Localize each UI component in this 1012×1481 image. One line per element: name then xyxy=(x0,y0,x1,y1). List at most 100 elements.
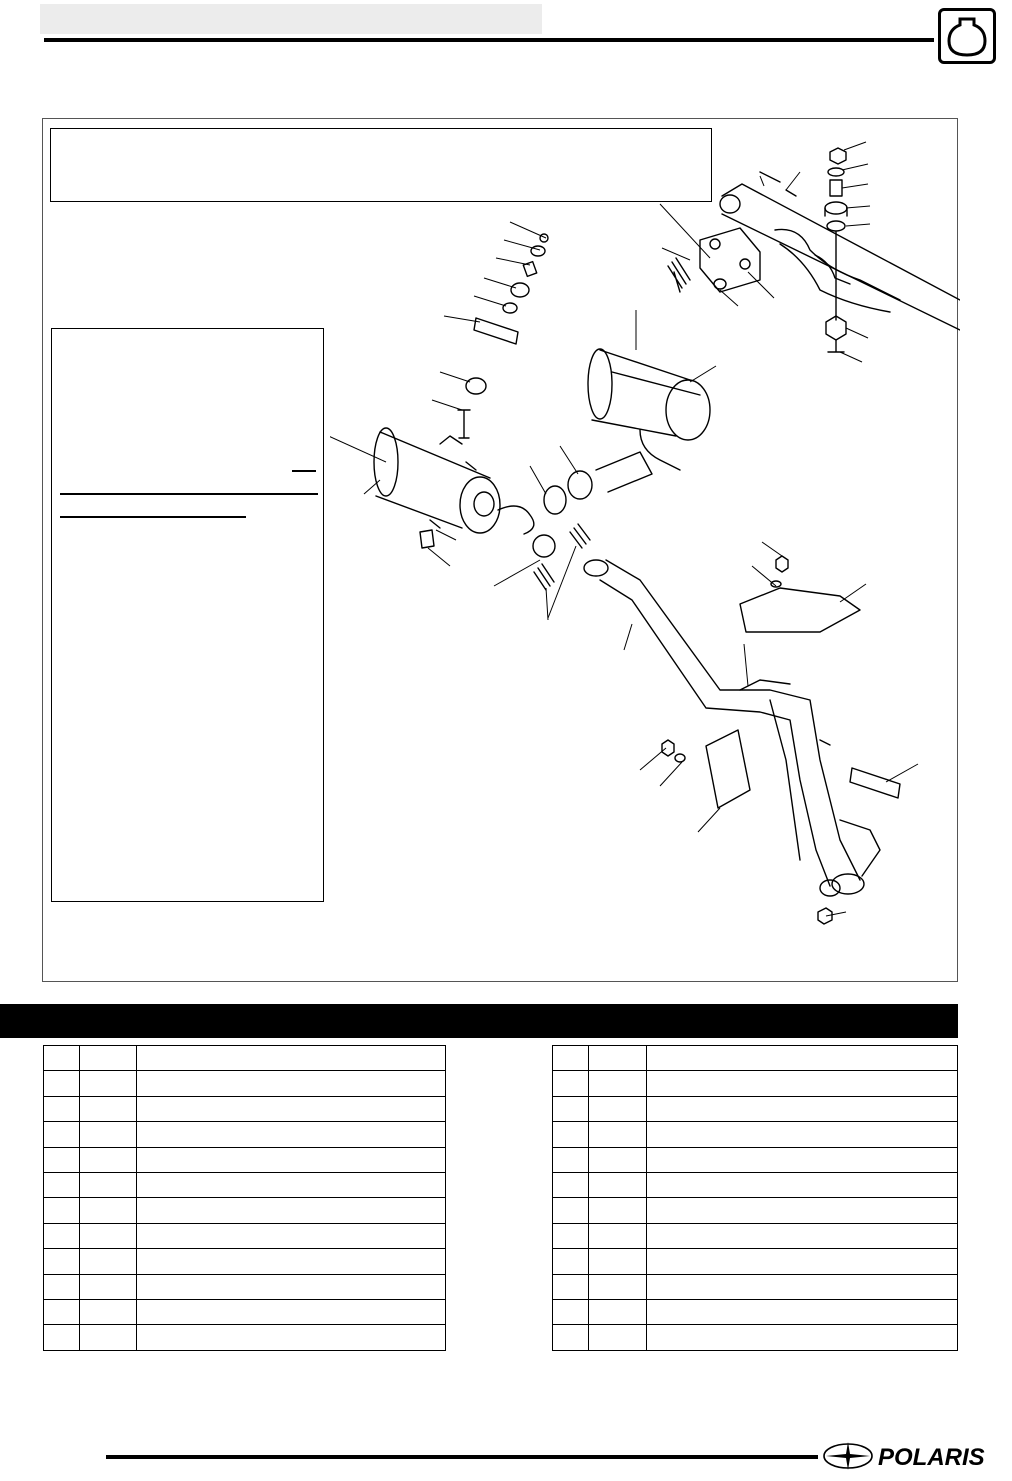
table-row xyxy=(552,1222,958,1250)
qty-cell xyxy=(79,1121,137,1148)
part-description-cell xyxy=(136,1146,446,1173)
qty-cell xyxy=(588,1121,647,1148)
table-row xyxy=(552,1070,958,1097)
part-description-cell xyxy=(136,1324,446,1351)
qty-cell xyxy=(79,1146,137,1173)
table-row xyxy=(43,1222,446,1250)
ref-cell xyxy=(552,1298,589,1326)
header-band xyxy=(40,4,542,34)
part-description-cell xyxy=(646,1146,958,1173)
table-row xyxy=(552,1095,958,1123)
grommet xyxy=(465,377,487,395)
muffler-front xyxy=(373,427,535,535)
leader-lines xyxy=(330,141,919,917)
ref-cell xyxy=(552,1070,589,1097)
part-description-cell xyxy=(136,1121,446,1148)
exhaust-exploded-diagram xyxy=(330,141,960,925)
ref-cell xyxy=(43,1222,80,1250)
part-description-cell xyxy=(646,1298,958,1326)
ref-cell xyxy=(552,1095,589,1123)
qty-cell xyxy=(79,1222,137,1250)
table-row xyxy=(552,1324,958,1351)
ref-cell xyxy=(43,1197,80,1224)
head-pipe xyxy=(583,559,881,897)
table-row xyxy=(43,1171,446,1199)
table-row xyxy=(43,1248,446,1275)
frame-rail xyxy=(719,171,960,331)
spring-upper xyxy=(667,257,691,293)
parts-table-right xyxy=(552,1044,958,1351)
note-underline-3 xyxy=(60,516,246,518)
part-description-cell xyxy=(136,1222,446,1250)
part-description-cell xyxy=(136,1248,446,1275)
inlet-pipe xyxy=(595,451,653,493)
table-row xyxy=(552,1197,958,1224)
ref-cell xyxy=(552,1146,589,1173)
table-row xyxy=(552,1044,958,1072)
part-description-cell xyxy=(646,1324,958,1351)
engine-section-tab xyxy=(938,8,996,64)
part-description-cell xyxy=(136,1070,446,1097)
part-description-cell xyxy=(646,1171,958,1199)
ref-cell xyxy=(552,1197,589,1224)
part-description-cell xyxy=(646,1273,958,1300)
qty-cell xyxy=(79,1324,137,1351)
table-header-bar-left xyxy=(0,1004,514,1038)
spring-b xyxy=(533,563,555,591)
ref-cell xyxy=(552,1248,589,1275)
qty-cell xyxy=(79,1273,137,1300)
pin xyxy=(429,519,441,529)
part-description-cell xyxy=(136,1298,446,1326)
ref-cell xyxy=(43,1095,80,1123)
ref-cell xyxy=(43,1273,80,1300)
table-row xyxy=(552,1171,958,1199)
ref-cell xyxy=(43,1171,80,1199)
qty-cell xyxy=(79,1248,137,1275)
table-row xyxy=(552,1121,958,1148)
parts-table-left xyxy=(43,1044,446,1351)
qty-cell xyxy=(79,1070,137,1097)
bolt-left xyxy=(457,409,471,439)
part-description-cell xyxy=(646,1222,958,1250)
isolator-stack xyxy=(824,147,848,353)
polaris-wordmark: POLARIS xyxy=(878,1444,985,1471)
part-description-cell xyxy=(646,1197,958,1224)
table-row xyxy=(43,1197,446,1224)
part-description-cell xyxy=(136,1044,446,1072)
table-row xyxy=(552,1273,958,1300)
ref-cell xyxy=(43,1146,80,1173)
ref-cell xyxy=(552,1273,589,1300)
heat-shield-lower xyxy=(705,729,751,809)
qty-cell xyxy=(588,1095,647,1123)
table-row xyxy=(43,1121,446,1148)
figure-caption-box xyxy=(50,128,712,202)
table-row xyxy=(43,1298,446,1326)
ref-cell xyxy=(43,1070,80,1097)
table-row xyxy=(43,1070,446,1097)
qty-cell xyxy=(588,1070,647,1097)
part-description-cell xyxy=(646,1044,958,1072)
qty-cell xyxy=(79,1044,137,1072)
note-underline-2 xyxy=(60,493,318,495)
table-row xyxy=(552,1298,958,1326)
muffler-rear xyxy=(587,348,711,471)
ref-cell xyxy=(43,1044,80,1072)
table-row xyxy=(43,1044,446,1072)
part-description-cell xyxy=(136,1273,446,1300)
ref-cell xyxy=(552,1222,589,1250)
polaris-logo: POLARIS xyxy=(822,1441,1008,1471)
qty-cell xyxy=(79,1095,137,1123)
ref-cell xyxy=(552,1324,589,1351)
clamp xyxy=(567,470,593,500)
note-underline-1 xyxy=(292,470,316,472)
qty-cell xyxy=(588,1197,647,1224)
bolt-lower xyxy=(817,907,833,925)
polaris-star-icon xyxy=(823,1442,873,1470)
ref-cell xyxy=(43,1324,80,1351)
qty-cell xyxy=(79,1171,137,1199)
nut-lower xyxy=(661,739,675,757)
part-description-cell xyxy=(136,1197,446,1224)
qty-cell xyxy=(588,1324,647,1351)
ref-cell xyxy=(43,1121,80,1148)
qty-cell xyxy=(588,1044,647,1072)
